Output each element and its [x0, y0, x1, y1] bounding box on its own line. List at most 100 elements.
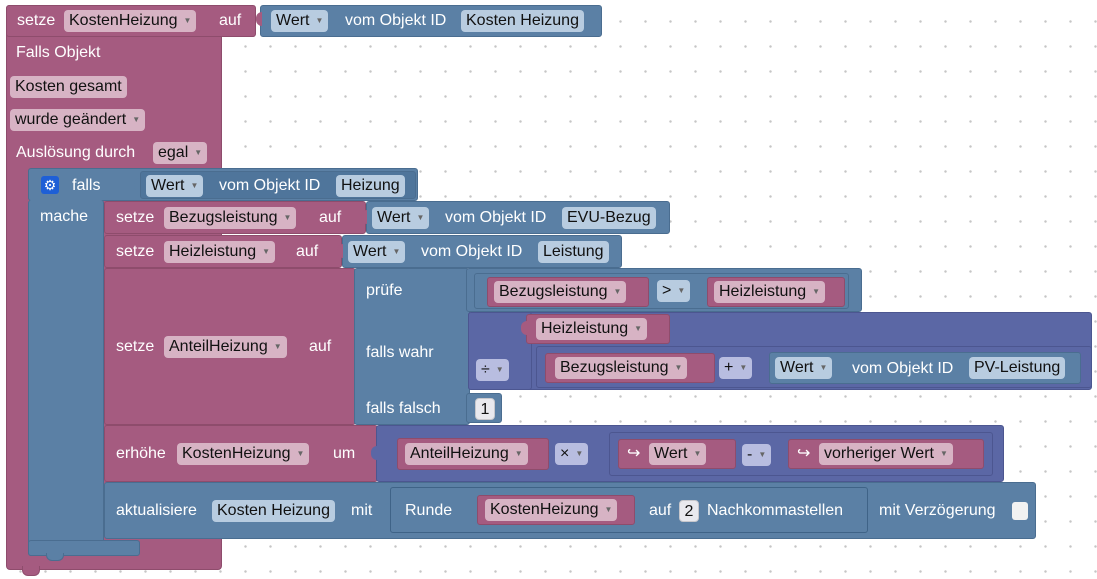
round-block[interactable]: Runde KostenHeizung▼ auf 2 Nachkommastel…	[390, 487, 868, 533]
set-anteilheizung-block[interactable]: setze AnteilHeizung▼ auf	[104, 268, 356, 425]
keyword-setze: setze	[17, 12, 56, 29]
connector-notch	[460, 401, 466, 415]
trigger-block-tab	[22, 566, 40, 576]
chevron-down-icon: ▼	[190, 181, 199, 190]
label-falls-objekt: Falls Objekt	[16, 44, 101, 61]
var-dropdown-bezugsleistung[interactable]: Bezugsleistung▼	[494, 281, 627, 303]
keyword-setze: setze	[116, 338, 155, 355]
math-operator-dropdown[interactable]: -▼	[742, 444, 772, 466]
math-operator-dropdown[interactable]: ÷▼	[476, 359, 509, 381]
attr-label: Wert	[276, 12, 310, 29]
keyword-setze: setze	[116, 243, 155, 260]
chevron-down-icon: ▼	[194, 148, 203, 157]
operator-label: ×	[560, 445, 570, 462]
label-vom-objekt-id: vom Objekt ID	[852, 360, 954, 377]
add-block[interactable]: Bezugsleistung▼ +▼ Wert ▼ vom Objekt ID P…	[536, 346, 1092, 388]
var-label: Heizleistung	[169, 243, 257, 260]
var-get-anteilheizung[interactable]: AnteilHeizung▼	[397, 438, 549, 470]
set-bezugsleistung-block[interactable]: setze Bezugsleistung▼ auf	[104, 201, 366, 234]
var-dropdown-kostenheizung[interactable]: KostenHeizung▼	[177, 443, 310, 465]
compare-block[interactable]: Bezugsleistung▼ >▼ Heizleistung▼	[474, 273, 849, 309]
var-get-bezugsleistung-sum[interactable]: Bezugsleistung▼	[545, 353, 715, 383]
chevron-down-icon: ▼	[677, 286, 686, 295]
var-dropdown-anteilheizung[interactable]: AnteilHeizung▼	[164, 336, 287, 358]
var-dropdown-heizleistung[interactable]: Heizleistung ▼	[164, 241, 276, 263]
set-cost-block[interactable]: setze KostenHeizung▼ auf	[6, 5, 256, 37]
chevron-down-icon: ▼	[693, 449, 702, 458]
connector-notch	[460, 283, 466, 297]
compare-operator-dropdown[interactable]: >▼	[657, 280, 691, 302]
if-block-tab	[46, 553, 64, 561]
attr-dropdown-wert[interactable]: Wert ▼	[649, 443, 707, 465]
attr-dropdown-wert[interactable]: Wert▼	[146, 175, 204, 197]
object-id-field[interactable]: Heizung	[336, 175, 405, 197]
var-label: Bezugsleistung	[499, 283, 608, 300]
number-field[interactable]: 1	[475, 398, 495, 420]
get-value-block-pv-leistung[interactable]: Wert ▼ vom Objekt ID PV-Leistung	[769, 352, 1081, 384]
label-mit-verzoegerung: mit Verzögerung	[879, 502, 996, 519]
var-label: Bezugsleistung	[560, 359, 669, 376]
multiply-block[interactable]: AnteilHeizung▼ ×▼ ↪ Wert ▼ -▼ ↪ vorherige…	[376, 425, 1004, 482]
trigger-condition-dropdown[interactable]: wurde geändert▼	[10, 109, 146, 131]
label-falls-wahr: falls wahr	[366, 344, 434, 361]
object-id-field[interactable]: PV-Leistung	[969, 357, 1066, 379]
attr-label: Wert	[780, 359, 814, 376]
gear-icon[interactable]: ⚙	[41, 176, 59, 194]
label-falls-falsch: falls falsch	[366, 400, 441, 417]
var-get-heizleistung[interactable]: Heizleistung▼	[707, 277, 845, 307]
trigger-previous-value-block[interactable]: ↪ vorheriger Wert▼	[788, 439, 984, 469]
chevron-down-icon: ▼	[315, 16, 324, 25]
var-get-bezugsleistung[interactable]: Bezugsleistung▼	[487, 277, 649, 307]
var-dropdown-bezugsleistung[interactable]: Bezugsleistung▼	[555, 357, 688, 379]
var-get-heizleistung-numerator[interactable]: Heizleistung▼	[526, 314, 670, 344]
attr-label: Wert	[353, 243, 387, 260]
subtract-block[interactable]: ↪ Wert ▼ -▼ ↪ vorheriger Wert▼	[609, 432, 993, 476]
get-value-block-kosten-heizung[interactable]: Wert▼ vom Objekt ID Kosten Heizung	[260, 5, 602, 37]
keyword-auf: auf	[219, 12, 242, 29]
chevron-down-icon: ▼	[262, 247, 271, 256]
attr-label: Wert	[377, 209, 411, 226]
return-arrow-icon: ↪	[797, 445, 811, 462]
var-dropdown-bezugsleistung[interactable]: Bezugsleistung▼	[164, 207, 297, 229]
attr-dropdown-wert[interactable]: Wert▼	[372, 207, 430, 229]
divide-block-left: ÷▼	[468, 312, 532, 390]
keyword-um: um	[333, 445, 356, 462]
var-get-kostenheizung[interactable]: KostenHeizung▼	[477, 495, 635, 525]
connector-notch	[371, 446, 377, 460]
get-value-block-leistung[interactable]: Wert▼ vom Objekt ID Leistung	[342, 235, 622, 268]
math-operator-dropdown[interactable]: ×▼	[555, 443, 589, 465]
attr-label: Wert	[654, 445, 688, 462]
keyword-setze: setze	[116, 209, 155, 226]
chevron-down-icon: ▼	[273, 342, 282, 351]
connector-notch	[256, 12, 262, 26]
increment-block[interactable]: erhöhe KostenHeizung▼ um	[104, 425, 378, 482]
decimals-field[interactable]: 2	[679, 500, 699, 522]
attr-dropdown-wert[interactable]: Wert ▼	[775, 357, 833, 379]
attr-dropdown-wert[interactable]: Wert▼	[348, 241, 406, 263]
object-id-field[interactable]: Leistung	[538, 241, 609, 263]
var-dropdown-kostenheizung[interactable]: KostenHeizung▼	[64, 10, 197, 32]
attr-dropdown-wert[interactable]: Wert ▼	[271, 10, 329, 32]
previous-value-dropdown[interactable]: vorheriger Wert▼	[819, 443, 953, 465]
ausloesung-dropdown[interactable]: egal▼	[153, 142, 208, 164]
get-value-block-heizung[interactable]: Wert▼ vom Objekt ID Heizung	[140, 171, 416, 199]
math-operator-dropdown[interactable]: +▼	[719, 357, 753, 379]
number-block[interactable]: 1	[466, 393, 502, 423]
get-value-block-evu-bezug[interactable]: Wert▼ vom Objekt ID EVU-Bezug	[366, 201, 670, 234]
chevron-down-icon: ▼	[819, 363, 828, 372]
var-dropdown-heizleistung[interactable]: Heizleistung▼	[714, 281, 826, 303]
var-dropdown-heizleistung[interactable]: Heizleistung▼	[536, 318, 648, 340]
set-heizleistung-block[interactable]: setze Heizleistung▼ auf	[104, 235, 342, 268]
ternary-block[interactable]: prüfe falls wahr falls falsch	[354, 268, 470, 425]
label-vom-objekt-id: vom Objekt ID	[445, 209, 547, 226]
label-ausloesung-durch: Auslösung durch	[16, 144, 136, 161]
trigger-object-field[interactable]: Kosten gesamt	[10, 76, 127, 98]
var-dropdown-anteilheizung[interactable]: AnteilHeizung▼	[405, 443, 528, 465]
delay-checkbox[interactable]	[1012, 502, 1028, 520]
var-dropdown-kostenheizung[interactable]: KostenHeizung▼	[485, 499, 618, 521]
object-id-field[interactable]: Kosten Heizung	[212, 500, 335, 522]
object-id-field[interactable]: Kosten Heizung	[461, 10, 584, 32]
trigger-value-block[interactable]: ↪ Wert▼	[618, 439, 736, 469]
object-id-field[interactable]: EVU-Bezug	[562, 207, 656, 229]
chevron-down-icon: ▼	[812, 287, 821, 296]
